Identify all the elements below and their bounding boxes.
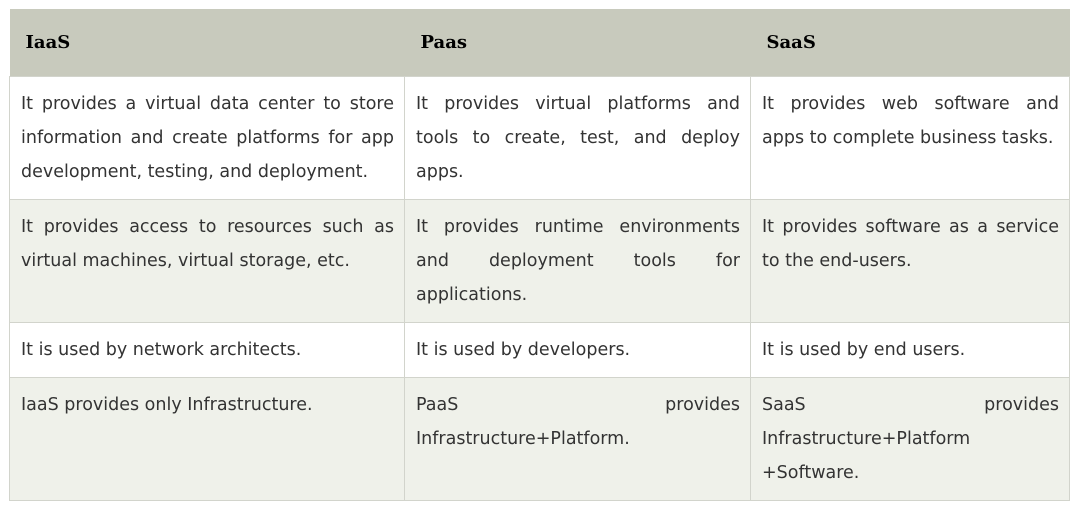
table-cell-iaas: It provides access to resources such as … <box>9 199 405 323</box>
table-cell-paas: It provides virtual platforms and tools … <box>404 76 751 200</box>
table-header-row: IaaS Paas SaaS <box>9 9 1070 77</box>
table-cell-paas: PaaS provides Infrastructure+Platform. <box>404 377 751 501</box>
column-header-iaas: IaaS <box>9 9 405 77</box>
table-cell-saas: It is used by end users. <box>750 322 1070 378</box>
table-cell-iaas: IaaS provides only Infrastructure. <box>9 377 405 501</box>
table-cell-paas: It provides runtime environments and dep… <box>404 199 751 323</box>
table-row: It provides a virtual data center to sto… <box>9 76 1070 200</box>
table-cell-saas: SaaS provides Infrastructure+Platform +S… <box>750 377 1070 501</box>
table-cell-saas: It provides software as a service to the… <box>750 199 1070 323</box>
column-header-saas: SaaS <box>750 9 1070 77</box>
table-cell-paas: It is used by developers. <box>404 322 751 378</box>
table-cell-iaas: It is used by network architects. <box>9 322 405 378</box>
table-row: It is used by network architects. It is … <box>9 322 1070 378</box>
column-header-paas: Paas <box>404 9 751 77</box>
table-cell-iaas: It provides a virtual data center to sto… <box>9 76 405 200</box>
table-cell-saas: It provides web software and apps to com… <box>750 76 1070 200</box>
comparison-table: IaaS Paas SaaS It provides a virtual dat… <box>9 9 1070 501</box>
table-row: It provides access to resources such as … <box>9 199 1070 323</box>
table-row: IaaS provides only Infrastructure. PaaS … <box>9 377 1070 501</box>
